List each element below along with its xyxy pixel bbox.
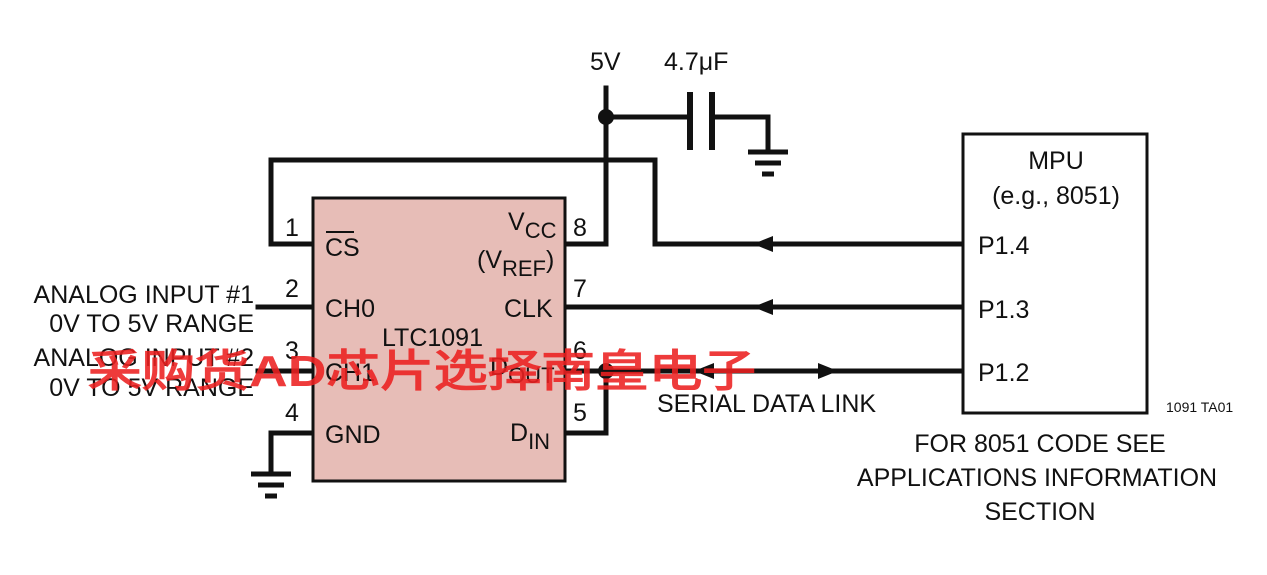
input2-line1: ANALOG INPUT #2 bbox=[34, 344, 254, 372]
vcc-junction-dot bbox=[598, 109, 614, 125]
arrow-dout-left-icon bbox=[694, 363, 714, 379]
figure-id: 1091 TA01 bbox=[1166, 399, 1233, 415]
note-line-1: FOR 8051 CODE SEE bbox=[914, 430, 1165, 458]
cap-ground-wire bbox=[709, 114, 771, 153]
mpu-port-p14: P1.4 bbox=[978, 232, 1030, 260]
pin-8-number: 8 bbox=[573, 214, 587, 242]
input1-line1: ANALOG INPUT #1 bbox=[34, 281, 254, 309]
arrow-p13-icon bbox=[753, 299, 773, 315]
pin-2-number: 2 bbox=[285, 275, 299, 303]
note-line-3: SECTION bbox=[984, 498, 1095, 526]
mpu-port-p12: P1.2 bbox=[978, 359, 1029, 387]
pin-1-number: 1 bbox=[285, 214, 299, 242]
input1-line2: 0V TO 5V RANGE bbox=[49, 310, 254, 338]
vref-close: ) bbox=[546, 246, 554, 274]
dout-sub: OUT bbox=[508, 363, 554, 388]
pin-ch0-label: CH0 bbox=[325, 295, 375, 323]
dout-main: D bbox=[490, 353, 508, 381]
din-sub: IN bbox=[528, 429, 550, 454]
mpu-box bbox=[961, 132, 1149, 415]
mpu-subtitle: (e.g., 8051) bbox=[992, 182, 1120, 210]
vref-open: (V bbox=[477, 246, 502, 274]
watermark-text: 采购货AD芯片选择南皇电子 bbox=[88, 347, 756, 396]
pin-ch1-label: CH1 bbox=[325, 359, 375, 387]
chip-name: LTC1091 bbox=[382, 324, 483, 352]
vcc-main: V bbox=[508, 208, 525, 236]
pin-cs-label: CS bbox=[325, 234, 360, 262]
capacitor-ground-icon bbox=[748, 149, 788, 177]
arrow-dout-right-icon bbox=[818, 363, 838, 379]
note-line-2: APPLICATIONS INFORMATION bbox=[857, 464, 1217, 492]
pin-vref-label: (VREF) bbox=[477, 246, 554, 281]
gnd-wire bbox=[268, 430, 315, 475]
pin-4-number: 4 bbox=[285, 399, 299, 427]
mpu-title: MPU bbox=[1028, 147, 1084, 175]
pin-dout-label: DOUT bbox=[490, 353, 555, 388]
arrow-p14-icon bbox=[753, 236, 773, 252]
pin-vcc-label: VCC bbox=[508, 208, 557, 243]
pin-din-label: DIN bbox=[510, 419, 550, 454]
din-main: D bbox=[510, 419, 528, 447]
din-wire bbox=[562, 368, 609, 436]
input2-line2: 0V TO 5V RANGE bbox=[49, 374, 254, 402]
capacitor-label: 4.7μF bbox=[664, 48, 728, 76]
chip-ground-icon bbox=[251, 471, 291, 499]
serial-link-label: SERIAL DATA LINK bbox=[657, 390, 876, 418]
vcc-wire bbox=[562, 85, 609, 247]
chip-body bbox=[311, 196, 567, 483]
pin-3-number: 3 bbox=[285, 337, 299, 365]
pin-5-number: 5 bbox=[573, 399, 587, 427]
vcc-sub: CC bbox=[525, 218, 557, 243]
pin-gnd-label: GND bbox=[325, 421, 381, 449]
capacitor-symbol bbox=[687, 92, 715, 150]
pin-7-number: 7 bbox=[573, 275, 587, 303]
data-junction-dot bbox=[598, 363, 614, 379]
pin-clk-label: CLK bbox=[504, 295, 553, 323]
mpu-port-p13: P1.3 bbox=[978, 296, 1029, 324]
vref-sub: REF bbox=[502, 256, 546, 281]
supply-label: 5V bbox=[590, 48, 621, 76]
cs-wire bbox=[268, 157, 966, 247]
pin-6-number: 6 bbox=[573, 337, 587, 365]
